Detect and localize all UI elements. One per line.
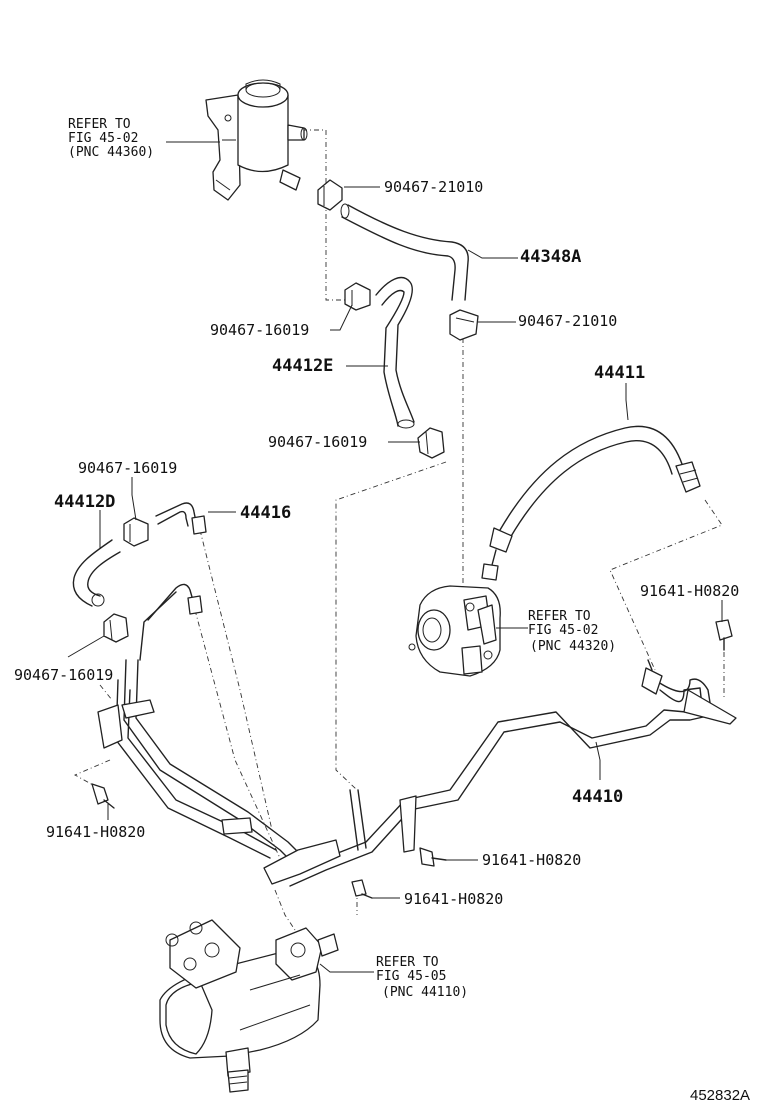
hose-44348a-group — [317, 179, 479, 341]
label-hose-44412d: 44412D — [54, 492, 115, 512]
hose-44412e-group — [344, 277, 445, 459]
tube-44410 — [285, 659, 737, 887]
refer-pump-line1: REFER TO — [528, 609, 591, 624]
refer-pump-line2: FIG 45-02 — [528, 623, 598, 638]
refer-reservoir-line2: FIG 45-02 — [68, 131, 138, 146]
label-hose-44412e: 44412E — [272, 356, 333, 376]
diagram-id: 452832A — [690, 1087, 750, 1104]
refer-reservoir-line3: (PNC 44360) — [68, 145, 154, 160]
reservoir-assembly — [205, 79, 308, 201]
label-clamp-right: 90467-21010 — [518, 312, 617, 330]
label-clamp-16019-a: 90467-16019 — [210, 321, 309, 339]
tube-44416-group — [97, 502, 367, 885]
hose-44412d-group — [72, 517, 149, 643]
refer-pump-line3: (PNC 44320) — [530, 639, 616, 654]
refer-gear-line2: FIG 45-05 — [376, 969, 446, 984]
label-bolt-left: 91641-H0820 — [46, 823, 145, 841]
label-clamp-16019-b: 90467-16019 — [268, 433, 367, 451]
refer-reservoir-line1: REFER TO — [68, 117, 131, 132]
refer-gear-line3: (PNC 44110) — [382, 985, 468, 1000]
label-bolt-center: 91641-H0820 — [482, 851, 581, 869]
label-bolt-right: 91641-H0820 — [640, 582, 739, 600]
label-clamp-16019-c: 90467-16019 — [78, 459, 177, 477]
bolts — [91, 619, 733, 899]
label-hose-44411: 44411 — [594, 363, 645, 383]
label-hose-44348a: 44348A — [520, 247, 581, 267]
label-tube-44416: 44416 — [240, 503, 291, 523]
label-bolt-lower: 91641-H0820 — [404, 890, 503, 908]
refer-gear-line1: REFER TO — [376, 955, 439, 970]
label-clamp-16019-d: 90467-16019 — [14, 666, 113, 684]
part-labels: REFER TO FIG 45-02 (PNC 44360) 90467-210… — [14, 117, 750, 1104]
label-clamp-top: 90467-21010 — [384, 178, 483, 196]
power-steering-pump — [408, 585, 501, 677]
hose-44411 — [481, 425, 701, 581]
label-tube-44410: 44410 — [572, 787, 623, 807]
leader-lines — [67, 141, 723, 973]
steering-gear-box — [159, 919, 339, 1093]
